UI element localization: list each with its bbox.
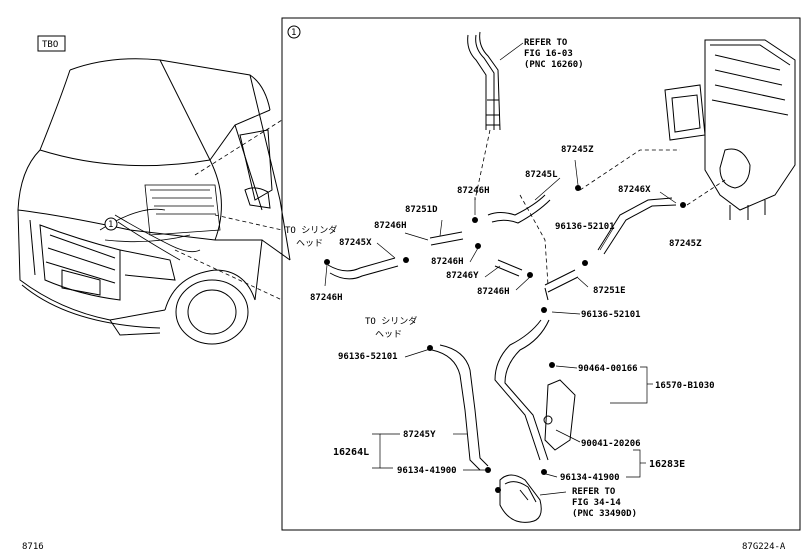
- part-16264L: 16264L: [333, 447, 369, 458]
- footer-left-code: 8716: [22, 542, 44, 552]
- part-87246Y: 87246Y: [446, 271, 479, 281]
- part-87245Y: 87245Y: [403, 430, 436, 440]
- part-96136-a: 96136-52101: [555, 222, 615, 232]
- part-87246H-a: 87246H: [457, 186, 490, 196]
- ref-bottom-line1: REFER TO: [572, 487, 616, 497]
- ref-top-line2: FIG 16-03: [524, 49, 573, 59]
- part-96134-b: 96134-41900: [560, 473, 620, 483]
- tag-label: TBO: [42, 40, 58, 50]
- tag-box: [37, 35, 66, 52]
- car-callout-number: 1: [108, 220, 113, 230]
- ref-bottom-line2: FIG 34-14: [572, 498, 621, 508]
- part-90041: 90041-20206: [581, 439, 641, 449]
- hoses: [327, 31, 796, 523]
- part-87246H-d: 87246H: [431, 257, 464, 267]
- dashed-connectors: [474, 129, 726, 286]
- part-87246H-e: 87246H: [477, 287, 510, 297]
- part-87246H-c: 87246H: [310, 293, 343, 303]
- part-87245Z-a: 87245Z: [561, 145, 594, 155]
- part-87251E: 87251E: [593, 286, 626, 296]
- part-87245L: 87245L: [525, 170, 558, 180]
- car-illustration: [17, 58, 291, 345]
- part-16570: 16570-B1030: [655, 381, 715, 391]
- part-16283E: 16283E: [649, 459, 685, 470]
- to-cylinder-1-line1: TO シリンダ: [285, 224, 337, 236]
- label-leaders: [324, 42, 677, 496]
- part-87251D: 87251D: [405, 205, 438, 215]
- to-cylinder-2-line1: TO シリンダ: [365, 315, 417, 327]
- part-96134-a: 96134-41900: [397, 466, 457, 476]
- ref-bottom-line3: (PNC 33490D): [572, 509, 637, 519]
- footer-right-code: 87G224-A: [742, 542, 786, 552]
- callout-number: 1: [291, 28, 296, 38]
- part-87245X: 87245X: [339, 238, 372, 248]
- part-96136-c: 96136-52101: [338, 352, 398, 362]
- leader-lines: [174, 119, 283, 301]
- part-87246H-b: 87246H: [374, 221, 407, 231]
- ref-top-line1: REFER TO: [524, 38, 568, 48]
- to-cylinder-2-line2: ヘッド: [375, 330, 402, 340]
- part-87246X: 87246X: [618, 185, 651, 195]
- callout-circle: [287, 25, 301, 39]
- detail-frame: [281, 17, 801, 531]
- part-96136-b: 96136-52101: [581, 310, 641, 320]
- car-callout-circle: [104, 217, 118, 231]
- car-engine-sketch: [99, 184, 221, 261]
- bolt-marker: [543, 415, 553, 425]
- ref-top-line3: (PNC 16260): [524, 60, 584, 70]
- part-87245Z-b: 87245Z: [669, 239, 702, 249]
- part-90464: 90464-00166: [578, 364, 638, 374]
- to-cylinder-1-line2: ヘッド: [296, 239, 323, 249]
